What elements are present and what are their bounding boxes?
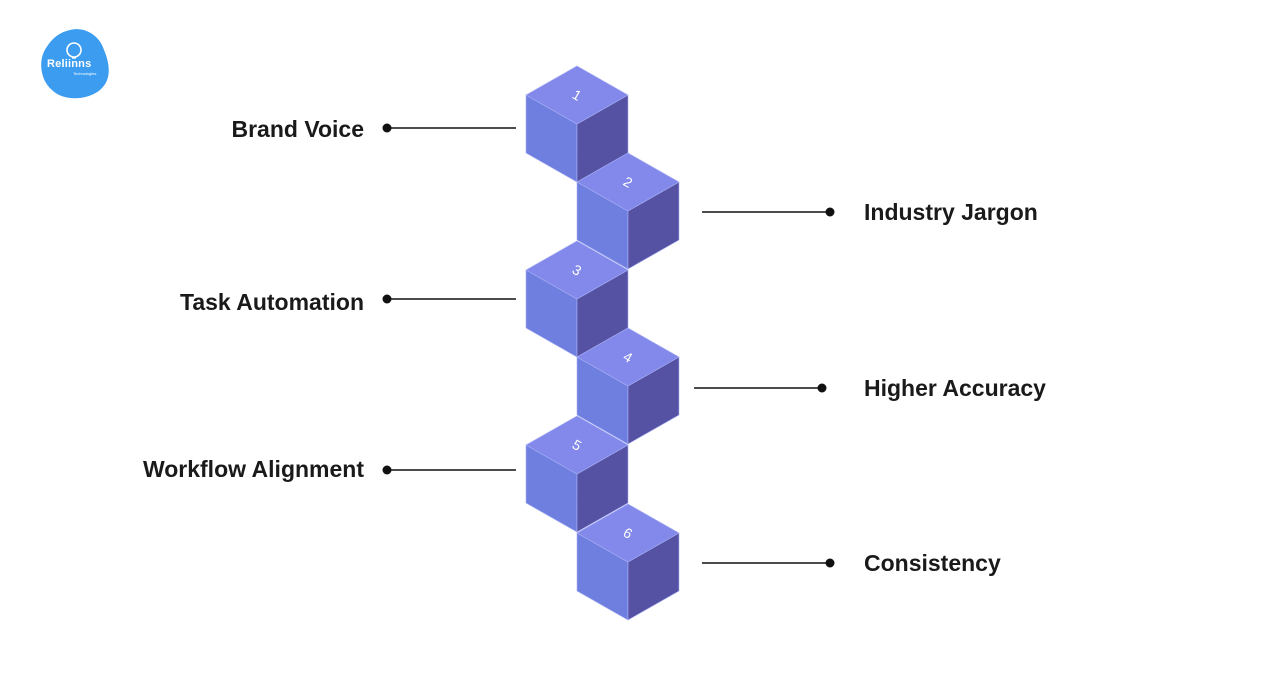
step-label-consistency: Consistency <box>864 550 1001 576</box>
cube-top-face <box>576 503 680 563</box>
connector-dot <box>382 294 392 304</box>
cube-top-face <box>525 415 629 475</box>
connector-dot <box>382 123 392 133</box>
cube-top-face <box>576 327 680 387</box>
cube-top-face <box>525 240 629 300</box>
cube-step-4: 4 <box>576 327 680 445</box>
step-label-brand-voice: Brand Voice <box>231 116 365 142</box>
step-label-task-automation: Task Automation <box>179 289 364 315</box>
connector-dot <box>825 558 835 568</box>
logo-blob-icon <box>41 29 109 99</box>
cube-top-face <box>525 65 629 125</box>
cube-step-6: 6 <box>576 503 680 621</box>
cube-step-2: 2 <box>576 152 680 270</box>
connector-dot <box>382 465 392 475</box>
step-label-workflow-alignment: Workflow Alignment <box>142 456 364 482</box>
step-label-higher-accuracy: Higher Accuracy <box>864 375 1046 401</box>
cube-step-5: 5 <box>525 415 629 533</box>
connector-dot <box>817 383 827 393</box>
cube-step-3: 3 <box>525 240 629 358</box>
step-label-industry-jargon: Industry Jargon <box>864 199 1038 225</box>
brand-tagline: Technologies <box>73 71 97 76</box>
brand-name: Reliinns <box>47 58 92 70</box>
cube-top-face <box>576 152 680 212</box>
connector-dot <box>825 207 835 217</box>
